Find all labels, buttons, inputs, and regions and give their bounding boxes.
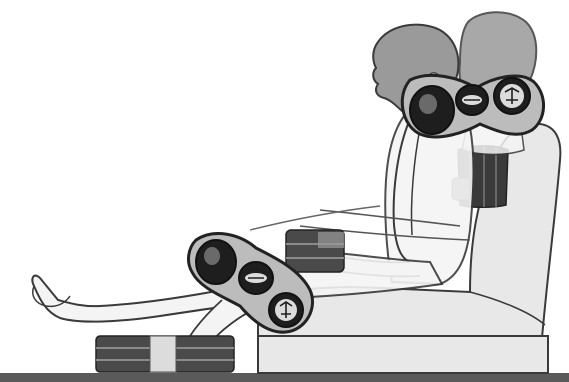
leg-support-block-icon bbox=[96, 336, 234, 372]
upper-massage-device-icon bbox=[402, 75, 543, 137]
thigh-support-block-icon bbox=[286, 230, 344, 272]
floor-line bbox=[0, 373, 569, 382]
